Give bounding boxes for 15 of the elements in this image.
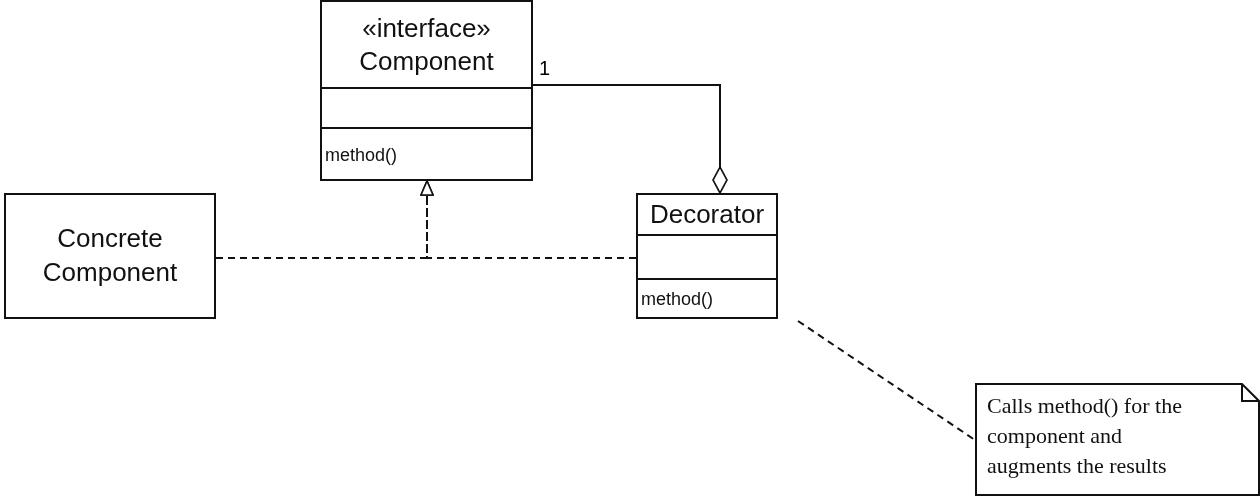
class-name: Decorator [649, 198, 765, 231]
note-box [975, 383, 1260, 496]
class-name: Concrete Component [41, 222, 179, 289]
note-connector [797, 320, 976, 441]
realization-arrow [420, 180, 637, 259]
class-box [320, 0, 533, 181]
class-name: Component [359, 44, 494, 77]
class-box [636, 193, 778, 319]
method-label: method() [640, 289, 714, 310]
multiplicity-label: 1 [539, 58, 551, 78]
stereotype-label: «interface» [362, 12, 491, 45]
aggregation-line [532, 84, 728, 194]
class-box [4, 193, 216, 319]
note-text: Calls method() for the component and augments the results [986, 392, 1183, 480]
method-label: method() [324, 144, 398, 166]
